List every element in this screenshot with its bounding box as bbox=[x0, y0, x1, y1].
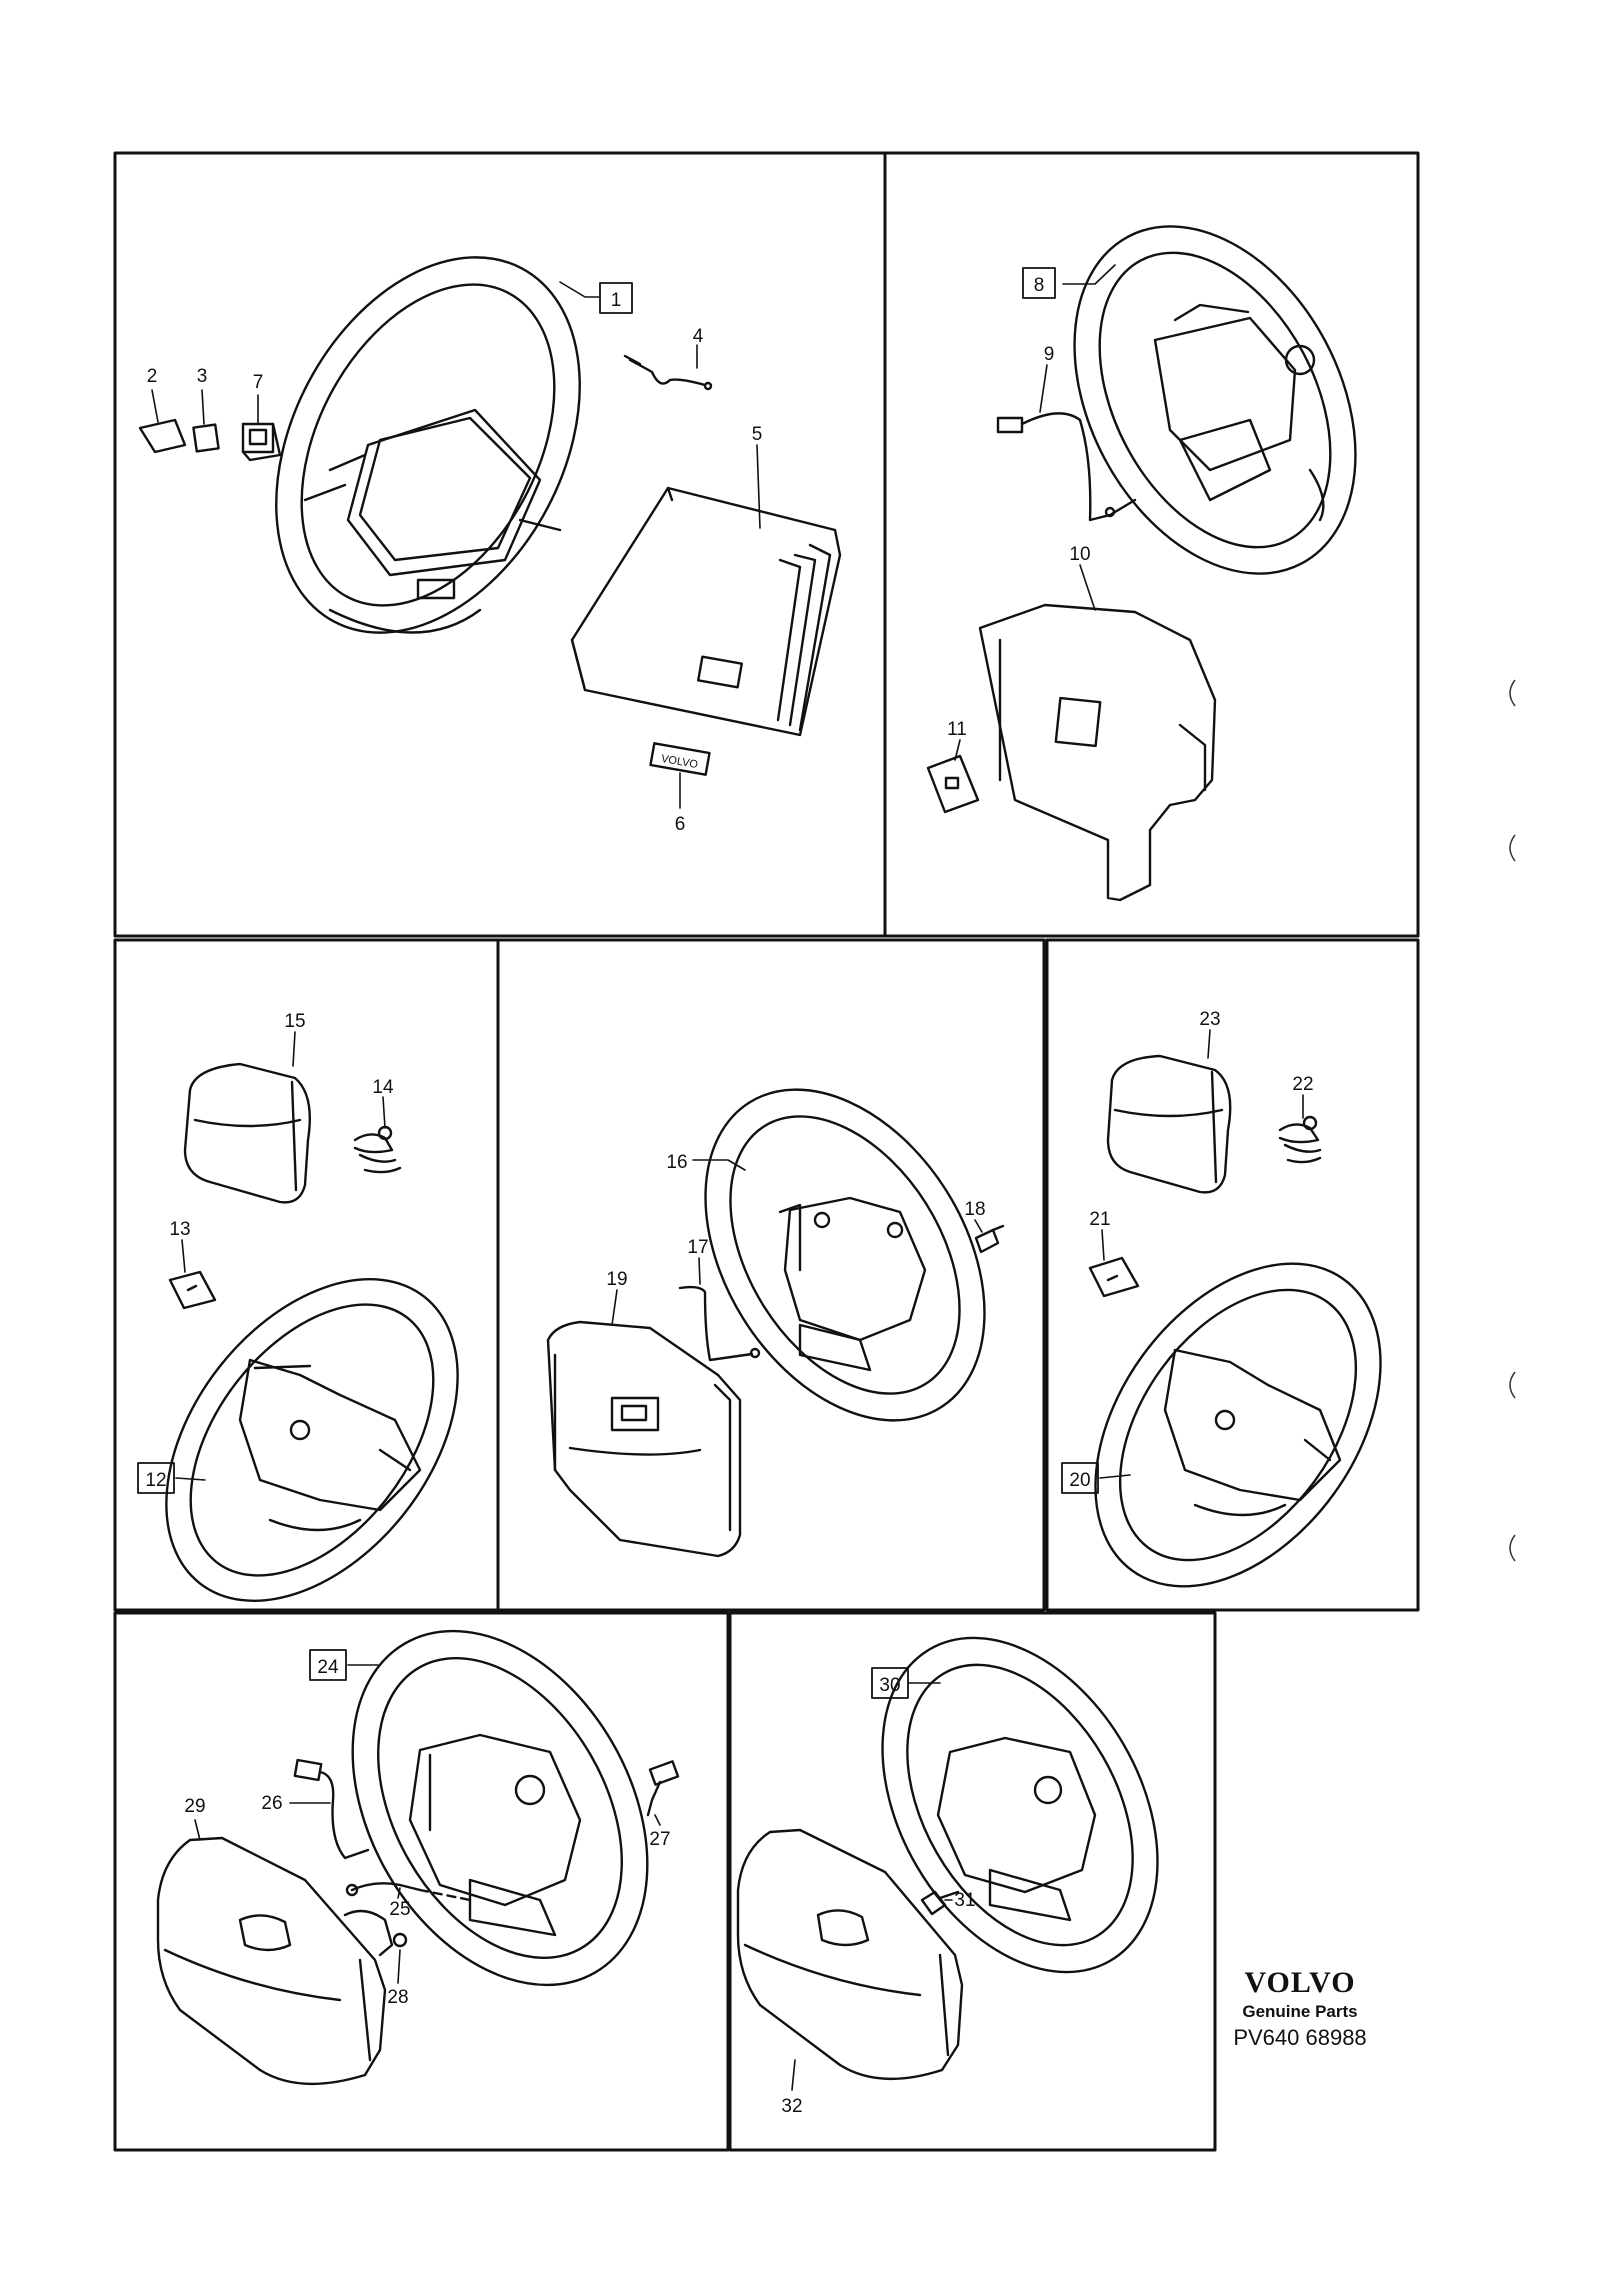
leader-lines bbox=[151, 264, 1304, 2091]
part-23-horn-pad bbox=[1106, 1054, 1232, 1194]
label-19: 19 bbox=[606, 1269, 627, 1290]
label-11: 11 bbox=[947, 719, 967, 740]
callout-box-12 bbox=[137, 1462, 175, 1494]
label-29: 29 bbox=[184, 1796, 205, 1817]
label-26: 26 bbox=[261, 1793, 282, 1814]
brand-block: VOLVO Genuine Parts PV640 68988 bbox=[1233, 1966, 1366, 2050]
part-labels: 1 2 3 7 4 5 6 8 9 10 11 15 14 13 12 16 1… bbox=[145, 275, 1313, 2117]
label-13: 13 bbox=[169, 1219, 190, 1240]
panel-16-frame bbox=[496, 938, 1046, 1612]
label-7: 7 bbox=[253, 372, 264, 393]
label-18: 18 bbox=[964, 1199, 985, 1220]
label-24: 24 bbox=[317, 1657, 339, 1678]
callout-box-1 bbox=[599, 282, 633, 314]
part-number: PV640 68988 bbox=[1233, 2025, 1366, 2050]
label-22: 22 bbox=[1292, 1074, 1313, 1095]
steering-wheel-16 bbox=[704, 1088, 986, 1422]
steering-wheel-8 bbox=[1073, 225, 1357, 575]
part-7-switch bbox=[241, 422, 282, 462]
part-3-plate bbox=[192, 423, 220, 453]
label-4: 4 bbox=[693, 326, 704, 347]
brand-logo: VOLVO bbox=[1244, 1966, 1355, 1999]
callout-box-30 bbox=[871, 1667, 909, 1699]
part-9-wire bbox=[996, 412, 1137, 522]
panel-20-frame bbox=[1045, 938, 1420, 1612]
part-27-connector bbox=[646, 1760, 680, 1817]
label-28: 28 bbox=[387, 1987, 408, 2008]
part-13-plate bbox=[168, 1270, 217, 1310]
label-12: 12 bbox=[145, 1470, 166, 1491]
label-30: 30 bbox=[879, 1675, 900, 1696]
label-6: 6 bbox=[675, 814, 686, 835]
brand-subtitle: Genuine Parts bbox=[1242, 2002, 1357, 2021]
part-26-wire bbox=[293, 1758, 370, 1860]
steering-wheel-24 bbox=[351, 1629, 649, 1987]
label-23: 23 bbox=[1199, 1009, 1220, 1030]
label-20: 20 bbox=[1069, 1470, 1090, 1491]
callout-box-8 bbox=[1022, 267, 1056, 299]
label-32: 32 bbox=[781, 2096, 802, 2117]
label-16: 16 bbox=[666, 1152, 687, 1173]
panel-30-frame bbox=[728, 1611, 1217, 2152]
steering-wheel-20 bbox=[1094, 1262, 1382, 1588]
label-27: 27 bbox=[649, 1829, 670, 1850]
label-15: 15 bbox=[284, 1011, 305, 1032]
part-5-airbag-module bbox=[570, 486, 842, 737]
part-28-clip bbox=[343, 1909, 408, 1957]
label-31: 31 bbox=[954, 1890, 975, 1911]
part-19-airbag-module bbox=[546, 1320, 742, 1558]
label-1: 1 bbox=[611, 290, 622, 311]
part-32-airbag-module bbox=[736, 1828, 964, 2081]
label-5: 5 bbox=[752, 424, 763, 445]
callout-box-20 bbox=[1061, 1462, 1099, 1494]
part-4-wire bbox=[623, 354, 713, 391]
part-29-airbag-module bbox=[156, 1836, 387, 2086]
panel-12-frame bbox=[113, 938, 500, 1612]
part-15-horn-pad bbox=[183, 1062, 311, 1204]
label-8: 8 bbox=[1034, 275, 1045, 296]
part-11-plate bbox=[926, 754, 980, 814]
label-25: 25 bbox=[389, 1899, 410, 1920]
part-17-wire bbox=[678, 1285, 761, 1362]
part-14-wire bbox=[353, 1125, 402, 1174]
label-9: 9 bbox=[1044, 344, 1055, 365]
label-2: 2 bbox=[147, 366, 158, 387]
steering-wheel-12 bbox=[165, 1278, 459, 1602]
part-10-cover bbox=[978, 603, 1217, 902]
part-22-wire bbox=[1278, 1115, 1322, 1164]
label-10: 10 bbox=[1069, 544, 1090, 565]
label-17: 17 bbox=[687, 1237, 708, 1258]
label-14: 14 bbox=[372, 1077, 394, 1098]
part-25-wire bbox=[345, 1882, 472, 1902]
part-31-bolt bbox=[920, 1890, 960, 1916]
steering-wheel-30 bbox=[881, 1636, 1159, 1974]
part-2-cap bbox=[138, 418, 187, 454]
callout-box-24 bbox=[309, 1649, 347, 1681]
part-6-badge bbox=[649, 742, 711, 776]
margin-marks bbox=[1509, 679, 1516, 1562]
panel-24-frame bbox=[113, 1611, 730, 2152]
part-18-pin bbox=[974, 1224, 1005, 1254]
part-21-plate bbox=[1088, 1256, 1140, 1298]
callout-boxes bbox=[137, 267, 1099, 1699]
panel-8-frame bbox=[883, 151, 1420, 938]
label-3: 3 bbox=[197, 366, 208, 387]
steering-wheel-1 bbox=[275, 256, 581, 634]
panel-frames bbox=[113, 151, 1420, 2152]
label-21: 21 bbox=[1089, 1209, 1110, 1230]
